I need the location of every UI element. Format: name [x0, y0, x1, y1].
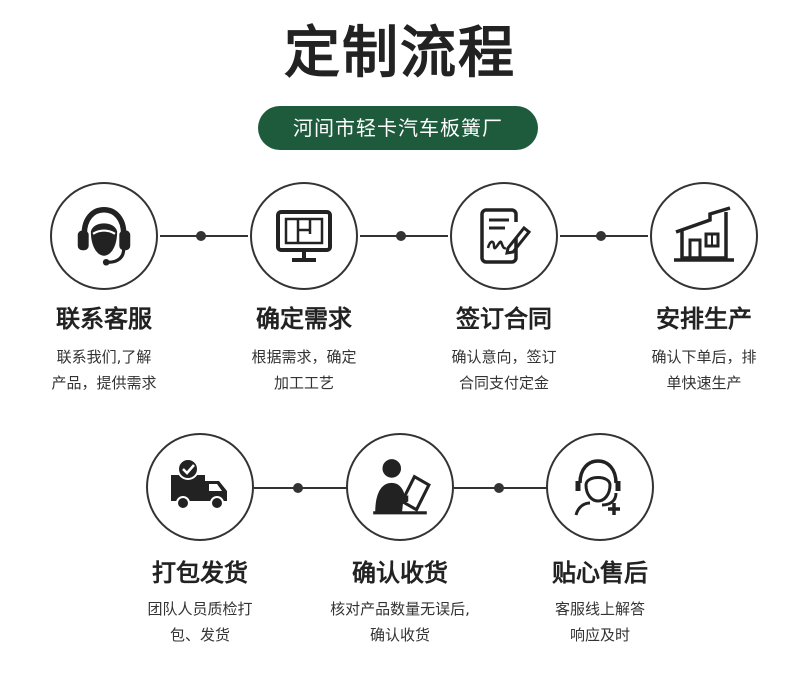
- connector-dot: [396, 231, 406, 241]
- step-circle-contact: [50, 182, 158, 290]
- step-desc: 联系我们,了解: [56, 348, 152, 366]
- step-desc: 产品，提供需求: [51, 374, 157, 392]
- person-receiving-icon: [373, 459, 431, 515]
- step-circle-production: [650, 182, 758, 290]
- step-desc: 合同支付定金: [458, 374, 549, 392]
- factory-icon: [674, 206, 734, 262]
- page-title: 定制流程: [284, 21, 516, 86]
- step-title: 确认收货: [352, 559, 448, 587]
- step-title: 签订合同: [456, 305, 552, 333]
- step-title: 联系客服: [56, 305, 152, 333]
- step-desc: 客服线上解答: [554, 600, 645, 618]
- step-desc: 团队人员质检打: [147, 600, 253, 618]
- step-desc: 加工工艺: [273, 374, 334, 392]
- company-banner: 河间市轻卡汽车板簧厂: [258, 106, 538, 150]
- step-title: 打包发货: [152, 559, 248, 587]
- headset-icon: [77, 207, 131, 266]
- connector-dot: [293, 483, 303, 493]
- connector-dot: [494, 483, 504, 493]
- step-desc: 根据需求，确定: [251, 348, 357, 366]
- step-circle-shipping: [146, 433, 254, 541]
- step-title: 确定需求: [256, 305, 352, 333]
- step-desc: 确认收货: [369, 626, 430, 644]
- contract-sign-icon: [480, 208, 532, 264]
- step-title: 安排生产: [656, 305, 752, 333]
- delivery-truck-icon: [171, 458, 227, 510]
- step-desc: 包、发货: [169, 626, 230, 644]
- connector-dot: [596, 231, 606, 241]
- step-circle-receipt: [346, 433, 454, 541]
- step-title: 贴心售后: [552, 559, 648, 587]
- step-desc: 确认下单后，排: [651, 348, 757, 366]
- step-circle-requirements: [250, 182, 358, 290]
- connector-dot: [196, 231, 206, 241]
- step-desc: 响应及时: [569, 626, 630, 644]
- step-desc: 确认意向，签订: [451, 348, 557, 366]
- step-circle-contract: [450, 182, 558, 290]
- step-desc: 单快速生产: [666, 374, 742, 392]
- blueprint-monitor-icon: [276, 210, 332, 262]
- customer-service-plus-icon: [574, 459, 621, 516]
- step-desc: 核对产品数量无误后,: [330, 600, 470, 618]
- step-circle-aftersales: [546, 433, 654, 541]
